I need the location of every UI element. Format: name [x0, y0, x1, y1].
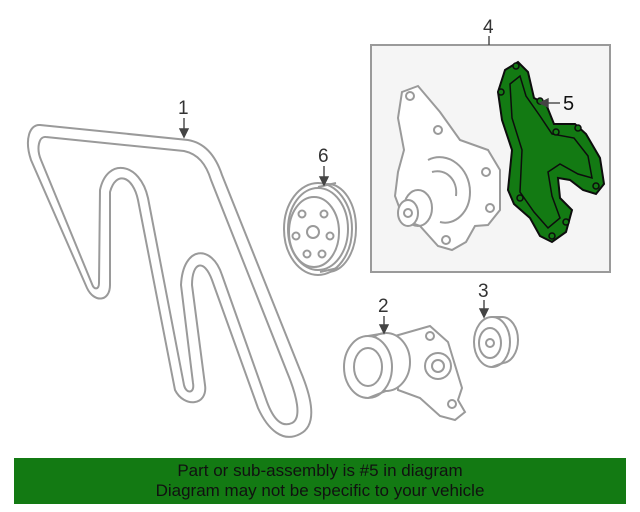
callout-3: 3: [478, 281, 489, 302]
leader-lines: [178, 36, 560, 335]
callout-6: 6: [318, 146, 329, 167]
callout-4: 4: [483, 17, 494, 38]
drive-pulley[interactable]: [283, 182, 357, 276]
callout-5: 5: [563, 93, 575, 115]
callout-1: 1: [178, 98, 189, 119]
parts-diagram: [27, 36, 611, 438]
callout-2: 2: [378, 296, 389, 317]
info-banner-line-2: Diagram may not be specific to your vehi…: [155, 481, 485, 500]
info-banner: Part or sub-assembly is #5 in diagram Di…: [14, 458, 626, 504]
water-pump[interactable]: [393, 84, 501, 252]
belt-tensioner[interactable]: [343, 324, 467, 422]
info-banner-line-1: Part or sub-assembly is #5 in diagram: [177, 461, 463, 480]
serpentine-belt[interactable]: [27, 124, 313, 438]
idler-pulley[interactable]: [473, 316, 519, 368]
